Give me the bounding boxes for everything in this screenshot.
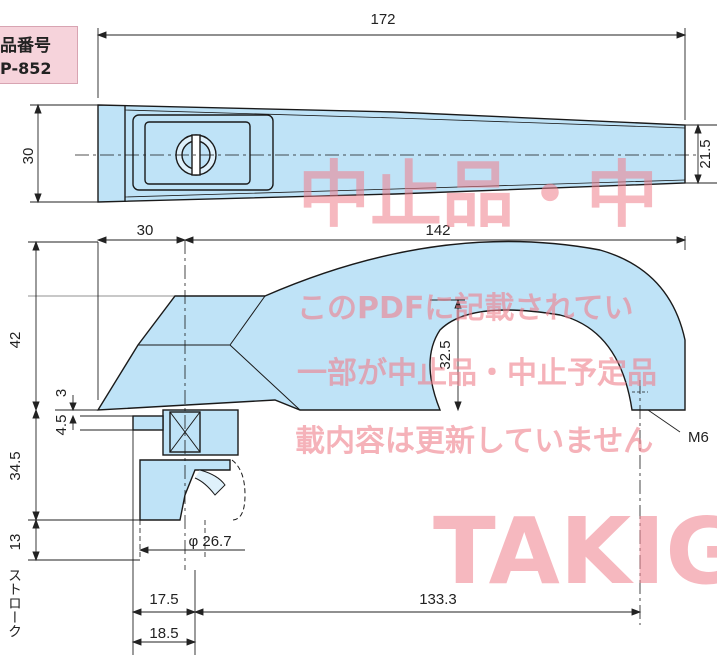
dim-text-4-5: 4.5	[53, 415, 70, 436]
dim-text-142: 142	[425, 222, 450, 239]
dim-text-21-5: 21.5	[697, 139, 714, 168]
watermark-line4: 載内容は更新していません	[295, 424, 653, 459]
dim-text-3: 3	[53, 389, 70, 397]
top-view	[75, 104, 700, 203]
dim-text-18-5: 18.5	[149, 625, 178, 642]
dim-text-172: 172	[370, 11, 395, 28]
watermark-brand: TAKIG	[433, 498, 717, 605]
part-number-label: 品番号	[0, 36, 51, 56]
watermark-line2: このPDFに記載されてい	[297, 291, 633, 326]
dim-text-diameter: φ 26.7	[188, 533, 231, 550]
dim-text-m6: M6	[688, 429, 709, 446]
dim-text-30-height: 30	[20, 148, 37, 165]
watermark-line3: 一部が中止品・中止予定品	[297, 356, 657, 391]
dim-text-42: 42	[7, 332, 24, 349]
dim-text-13: 13	[7, 534, 24, 551]
part-number-code: P-852	[0, 59, 52, 78]
side-view	[96, 240, 686, 625]
dim-text-133-3: 133.3	[419, 591, 457, 608]
dim-text-34-5: 34.5	[7, 451, 24, 480]
dim-text-17-5: 17.5	[149, 591, 178, 608]
lever-body	[96, 240, 686, 411]
dim-text-30-base: 30	[137, 222, 154, 239]
stroke-label: ストローク	[7, 568, 23, 638]
pin	[132, 415, 164, 431]
dim-text-32-5: 32.5	[437, 340, 454, 369]
dim-overall-length	[96, 28, 687, 120]
part-number-box: 品番号 P-852	[0, 26, 78, 84]
watermark-line1: 中止品・中	[298, 153, 658, 237]
